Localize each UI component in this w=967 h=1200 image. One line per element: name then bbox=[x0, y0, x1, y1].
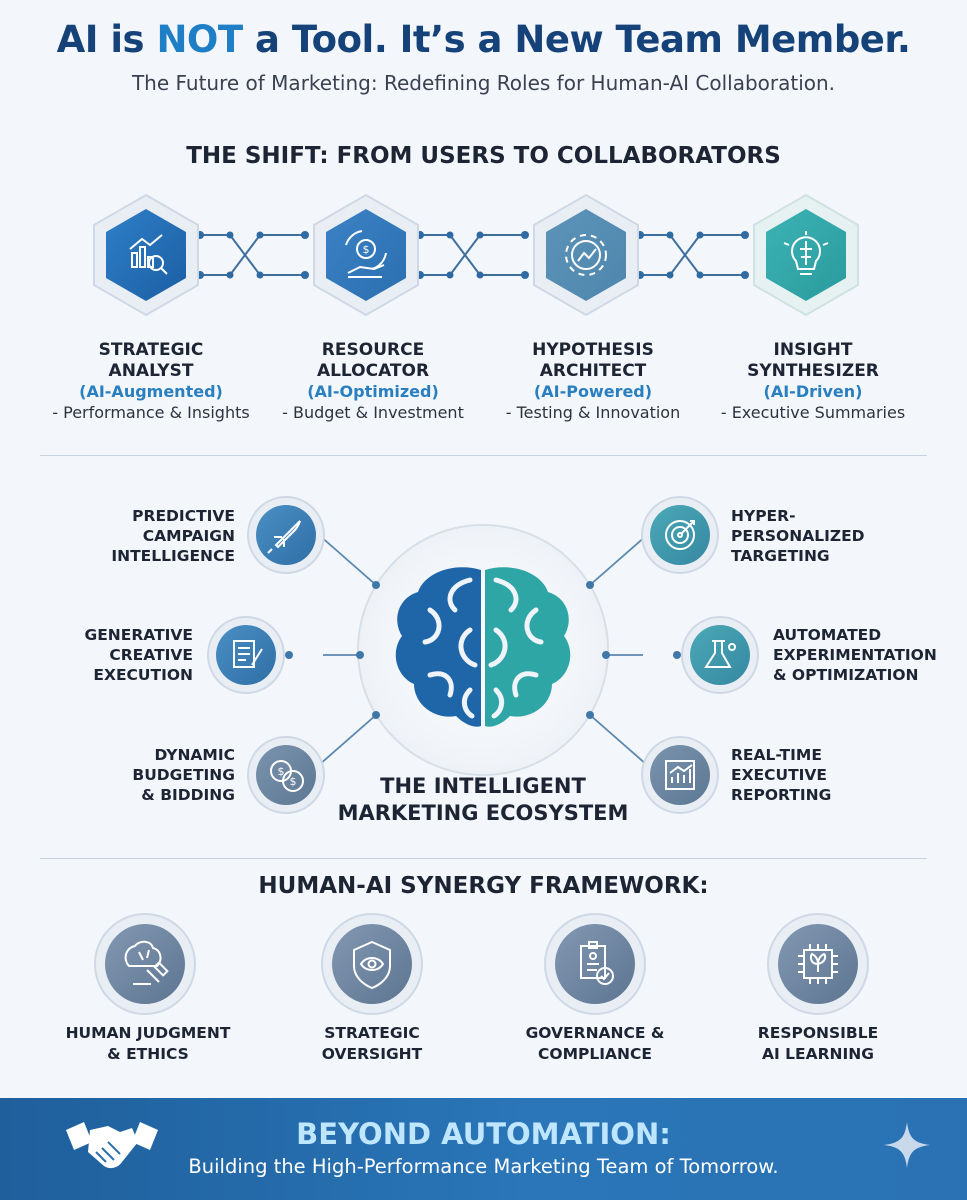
role-ai-tag: (AI-Driven) bbox=[763, 382, 863, 401]
fw-label-line: HUMAN JUDGMENT bbox=[65, 1024, 231, 1042]
eco-label-line: TARGETING bbox=[731, 547, 830, 565]
document-pen-icon bbox=[207, 616, 285, 694]
gear-chart-icon bbox=[533, 193, 639, 317]
section-divider bbox=[40, 455, 927, 456]
page-title: AI is NOT a Tool. It’s a New Team Member… bbox=[0, 18, 967, 61]
footer-title: BEYOND AUTOMATION: bbox=[296, 1117, 671, 1151]
eco-label-line: AUTOMATED bbox=[773, 626, 882, 644]
section-divider bbox=[40, 858, 927, 859]
fw-governance-compliance: GOVERNANCE & COMPLIANCE bbox=[485, 1023, 705, 1065]
framework-heading: HUMAN-AI SYNERGY FRAMEWORK: bbox=[258, 873, 709, 899]
role-description: - Testing & Innovation bbox=[505, 403, 681, 422]
connector-lines bbox=[200, 234, 745, 276]
role-title: HYPOTHESIS bbox=[532, 340, 654, 360]
eco-predictive-campaign: PREDICTIVE CAMPAIGN INTELLIGENCE bbox=[35, 506, 235, 566]
eco-label-line: INTELLIGENCE bbox=[111, 547, 235, 565]
eco-label-line: & OPTIMIZATION bbox=[773, 666, 919, 684]
shift-heading: THE SHIFT: FROM USERS TO COLLABORATORS bbox=[186, 143, 781, 169]
eco-label-line: PERSONALIZED bbox=[731, 527, 865, 545]
role-hypothesis-architect: HYPOTHESIS ARCHITECT (AI-Powered) - Test… bbox=[483, 340, 703, 424]
fw-human-judgment: HUMAN JUDGMENT & ETHICS bbox=[38, 1023, 258, 1065]
analytics-chart-icon bbox=[93, 193, 199, 317]
fw-label-line: COMPLIANCE bbox=[538, 1045, 652, 1063]
eco-label-line: CREATIVE bbox=[109, 646, 193, 664]
page-subtitle: The Future of Marketing: Redefining Role… bbox=[131, 71, 836, 95]
role-ai-tag: (AI-Augmented) bbox=[79, 382, 223, 401]
bar-chart-icon bbox=[641, 736, 719, 814]
eco-label-line: GENERATIVE bbox=[84, 626, 193, 644]
role-strategic-analyst: STRATEGIC ANALYST (AI-Augmented) - Perfo… bbox=[41, 340, 261, 424]
fw-label-line: RESPONSIBLE bbox=[757, 1024, 879, 1042]
eco-label-line: REAL-TIME bbox=[731, 746, 822, 764]
eco-label-line: EXECUTION bbox=[93, 666, 193, 684]
coins-icon: $ $ bbox=[247, 736, 325, 814]
role-title: STRATEGIC bbox=[98, 340, 204, 360]
role-description: - Performance & Insights bbox=[52, 403, 250, 422]
title-accent: NOT bbox=[156, 18, 243, 61]
ecosystem-title-line: THE INTELLIGENT bbox=[380, 774, 586, 798]
role-ai-tag: (AI-Powered) bbox=[533, 382, 653, 401]
eco-label-line: DYNAMIC bbox=[154, 746, 236, 764]
eco-real-time-reporting: REAL-TIME EXECUTIVE REPORTING bbox=[731, 745, 951, 805]
sparkle-icon bbox=[884, 1122, 930, 1168]
fw-strategic-oversight: STRATEGIC OVERSIGHT bbox=[262, 1023, 482, 1065]
ecosystem-title: THE INTELLIGENT MARKETING ECOSYSTEM bbox=[318, 773, 648, 827]
role-resource-allocator: RESOURCE ALLOCATOR (AI-Optimized) - Budg… bbox=[263, 340, 483, 424]
clipboard-check-icon bbox=[544, 913, 646, 1015]
money-hand-icon: $ bbox=[313, 193, 419, 317]
role-title: SYNTHESIZER bbox=[747, 361, 879, 381]
rocket-icon bbox=[247, 496, 325, 574]
eco-hyper-personalized: HYPER- PERSONALIZED TARGETING bbox=[731, 506, 951, 566]
brain-gavel-icon bbox=[94, 913, 196, 1015]
role-description: - Budget & Investment bbox=[282, 403, 464, 422]
chip-leaf-icon bbox=[767, 913, 869, 1015]
eco-label-line: REPORTING bbox=[731, 786, 832, 804]
footer-banner bbox=[0, 1098, 967, 1200]
eco-generative-creative: GENERATIVE CREATIVE EXECUTION bbox=[0, 625, 193, 685]
shift-diagram: $ bbox=[93, 193, 859, 317]
svg-text:$: $ bbox=[290, 775, 297, 788]
title-part: AI is bbox=[56, 18, 157, 61]
flask-icon bbox=[681, 616, 759, 694]
eco-label-line: BUDGETING bbox=[132, 766, 235, 784]
role-title: ARCHITECT bbox=[539, 361, 647, 381]
footer-subtitle: Building the High-Performance Marketing … bbox=[188, 1155, 779, 1178]
framework-icons bbox=[94, 913, 869, 1015]
eco-label-line: CAMPAIGN bbox=[142, 527, 235, 545]
fw-label-line: & ETHICS bbox=[107, 1045, 189, 1063]
brain-icon bbox=[395, 567, 571, 727]
fw-label-line: OVERSIGHT bbox=[321, 1045, 423, 1063]
title-part: a Tool. It’s a New Team Member. bbox=[242, 18, 911, 61]
handshake-icon bbox=[66, 1122, 158, 1169]
eco-automated-experimentation: AUTOMATED EXPERIMENTATION & OPTIMIZATION bbox=[773, 625, 963, 685]
fw-label-line: AI LEARNING bbox=[762, 1045, 874, 1063]
ecosystem-diagram: $ $ bbox=[207, 496, 759, 814]
eco-label-line: PREDICTIVE bbox=[132, 507, 235, 525]
role-ai-tag: (AI-Optimized) bbox=[307, 382, 439, 401]
shield-eye-icon bbox=[321, 913, 423, 1015]
eco-label-line: HYPER- bbox=[731, 507, 796, 525]
eco-dynamic-budgeting: DYNAMIC BUDGETING & BIDDING bbox=[35, 745, 235, 805]
fw-label-line: STRATEGIC bbox=[324, 1024, 420, 1042]
fw-responsible-ai: RESPONSIBLE AI LEARNING bbox=[708, 1023, 928, 1065]
eco-label-line: EXECUTIVE bbox=[731, 766, 828, 784]
eco-label-line: & BIDDING bbox=[141, 786, 235, 804]
role-title: RESOURCE bbox=[321, 340, 425, 360]
eco-label-line: EXPERIMENTATION bbox=[773, 646, 937, 664]
target-icon bbox=[641, 496, 719, 574]
role-title: INSIGHT bbox=[773, 340, 853, 360]
fw-label-line: GOVERNANCE & bbox=[525, 1024, 665, 1042]
role-title: ANALYST bbox=[108, 361, 194, 381]
role-description: - Executive Summaries bbox=[720, 403, 906, 422]
svg-text:$: $ bbox=[278, 765, 285, 778]
svg-text:$: $ bbox=[363, 243, 370, 256]
lightbulb-brain-icon bbox=[753, 193, 859, 317]
ecosystem-title-line: MARKETING ECOSYSTEM bbox=[337, 801, 629, 825]
role-insight-synthesizer: INSIGHT SYNTHESIZER (AI-Driven) - Execut… bbox=[703, 340, 923, 424]
role-title: ALLOCATOR bbox=[316, 361, 430, 381]
